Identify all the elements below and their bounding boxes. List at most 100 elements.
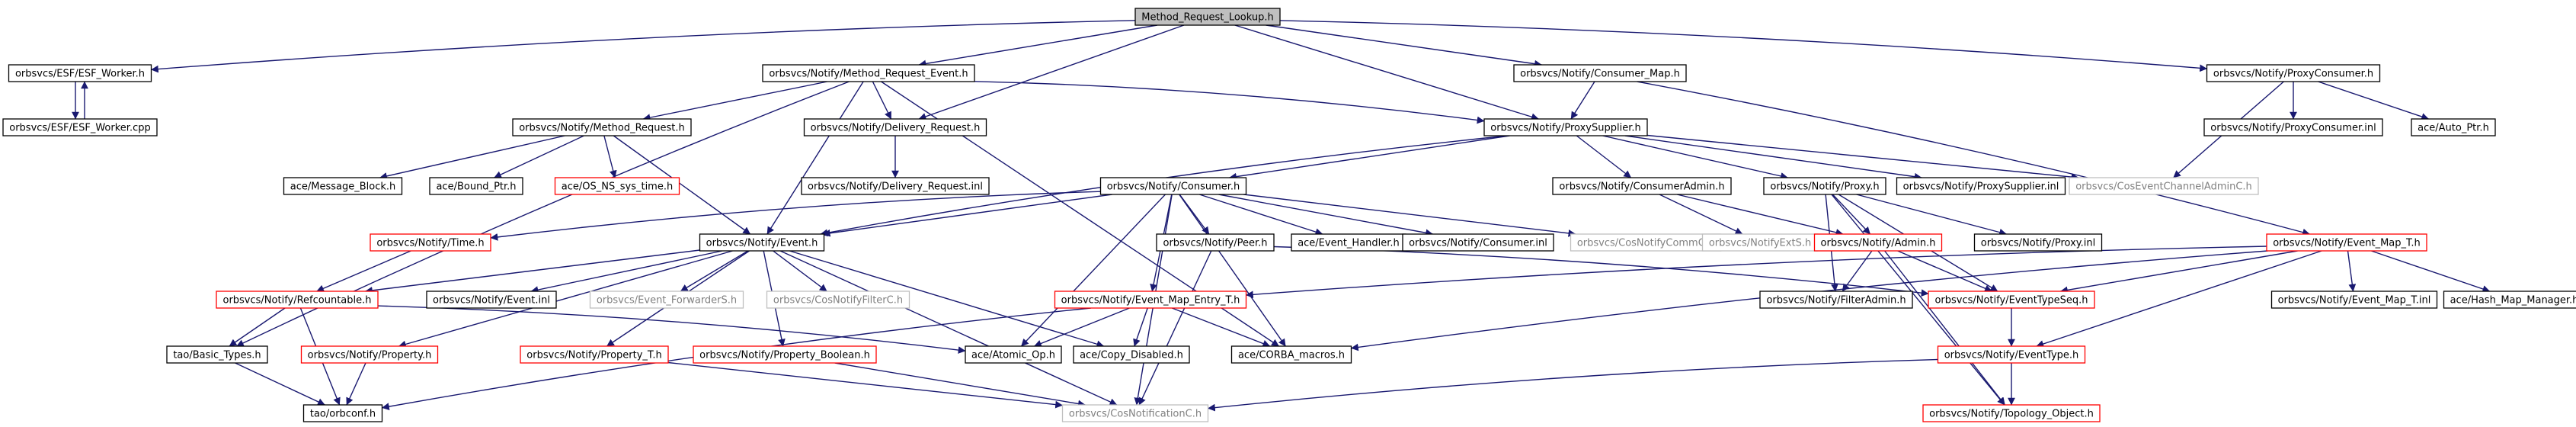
include-edge [1138,250,1212,406]
include-edge [1832,194,1871,235]
file-node-corbamacros[interactable]: ace/CORBA_macros.h [1230,345,1352,364]
file-node-osnstime[interactable]: ace/OS_NS_sys_time.h [554,177,680,195]
file-node-label: orbsvcs/Notify/Property_T.h [526,350,661,361]
file-node-cecadmin[interactable]: orbsvcs/CosEventChannelAdminC.h [2069,177,2259,195]
file-node-psup-inl[interactable]: orbsvcs/Notify/ProxySupplier.inl [1896,177,2066,195]
file-node-box [429,177,523,195]
include-edge [642,81,827,121]
file-node-label: ace/Hash_Map_Manager.h [2450,295,2576,307]
include-edge [490,191,1101,241]
file-node-box [1922,404,2101,422]
file-node-label: orbsvcs/Notify/Event_Map_Entry_T.h [1061,295,1240,307]
file-node-time-h[interactable]: orbsvcs/Notify/Time.h [370,233,491,252]
file-node-box [2203,118,2383,136]
file-node-consumer-inl[interactable]: orbsvcs/Notify/Consumer.inl [1402,233,1554,252]
file-node-event-h[interactable]: orbsvcs/Notify/Event.h [699,233,825,252]
file-node-box [1973,233,2103,252]
file-node-label: orbsvcs/Notify/ProxySupplier.inl [1903,181,2059,193]
file-node-box [8,64,152,82]
file-node-evforwarder[interactable]: orbsvcs/Event_ForwarderS.h [589,291,744,309]
file-node-property-b[interactable]: orbsvcs/Notify/Property_Boolean.h [693,345,877,364]
file-node-box [1937,345,2086,364]
file-node-pcons-h[interactable]: orbsvcs/Notify/ProxyConsumer.h [2206,64,2381,82]
file-node-esfw-h[interactable]: orbsvcs/ESF/ESF_Worker.h [8,64,152,82]
file-node-pcons-inl[interactable]: orbsvcs/Notify/ProxyConsumer.inl [2203,118,2383,136]
file-node-label: orbsvcs/Notify/EventType.h [1944,350,2079,361]
file-node-label: ace/Event_Handler.h [1298,238,1400,249]
file-node-label: orbsvcs/NotifyExtS.h [1709,238,1811,249]
file-node-box [1552,177,1732,195]
file-node-emap-h[interactable]: orbsvcs/Notify/Event_Map_T.h [2266,233,2427,252]
file-node-evtype[interactable]: orbsvcs/Notify/EventType.h [1937,345,2086,364]
include-edge [603,135,617,178]
file-node-hashmap[interactable]: ace/Hash_Map_Manager.h [2443,291,2576,309]
file-node-autoptr[interactable]: ace/Auto_Ptr.h [2411,118,2496,136]
include-edge [1842,250,1873,292]
include-edge [918,24,1185,120]
file-node-label: orbsvcs/Notify/Event_Map_T.inl [2278,295,2431,307]
file-node-msgblock[interactable]: ace/Message_Block.h [283,177,403,195]
file-node-label: orbsvcs/Notify/Consumer_Map.h [1520,69,1680,80]
include-edge [229,307,286,347]
include-edge [398,250,733,348]
file-node-cadmin-h[interactable]: orbsvcs/Notify/ConsumerAdmin.h [1552,177,1732,195]
file-node-box [1813,233,1943,252]
file-node-property-t[interactable]: orbsvcs/Notify/Property_T.h [520,345,669,364]
file-node-dreq-h[interactable]: orbsvcs/Notify/Delivery_Request.h [803,118,987,136]
include-edge [377,305,966,354]
file-node-evtypeseq[interactable]: orbsvcs/Notify/EventTypeSeq.h [1928,291,2095,309]
file-node-esfw-cpp[interactable]: orbsvcs/ESF/ESF_Worker.cpp [2,118,158,136]
file-node-box [766,291,910,309]
file-node-box [1054,291,1247,309]
file-node-label: orbsvcs/Notify/Method_Request.h [519,123,685,134]
file-node-consumer-h[interactable]: orbsvcs/Notify/Consumer.h [1099,177,1247,195]
file-node-emap-inl[interactable]: orbsvcs/Notify/Event_Map_T.inl [2270,291,2438,309]
file-node-boundptr[interactable]: ace/Bound_Ptr.h [429,177,523,195]
file-node-label: tao/Basic_Types.h [173,350,261,361]
include-edge [1856,194,2007,236]
file-node-atomicop[interactable]: ace/Atomic_Op.h [965,345,1062,364]
file-node-basictypes[interactable]: tao/Basic_Types.h [166,345,268,364]
file-node-notifyexts[interactable]: orbsvcs/NotifyExtS.h [1701,233,1819,252]
file-node-root[interactable]: Method_Request_Lookup.h [1134,8,1281,26]
include-edge [235,362,325,406]
file-node-label: orbsvcs/Notify/ProxyConsumer.h [2213,69,2373,80]
file-node-peer-h[interactable]: orbsvcs/Notify/Peer.h [1156,233,1275,252]
file-node-orbconf[interactable]: tao/orbconf.h [302,404,383,422]
file-node-box [965,345,1062,364]
file-node-mr-h[interactable]: orbsvcs/Notify/Method_Request.h [512,118,692,136]
file-node-box [2443,291,2576,309]
file-node-label: ace/OS_NS_sys_time.h [562,181,673,193]
file-node-property-h[interactable]: orbsvcs/Notify/Property.h [300,345,439,364]
file-node-proxy-inl[interactable]: orbsvcs/Notify/Proxy.inl [1973,233,2103,252]
include-edge [1229,135,1510,181]
file-node-label: ace/Bound_Ptr.h [436,181,516,193]
file-node-refcount-h[interactable]: orbsvcs/Notify/Refcountable.h [216,291,379,309]
file-node-cosnotification[interactable]: orbsvcs/CosNotificationC.h [1061,404,1209,422]
file-node-cosnotifycomm[interactable]: orbsvcs/CosNotifyCommC.h [1570,233,1722,252]
file-node-proxy-h[interactable]: orbsvcs/Notify/Proxy.h [1763,177,1886,195]
file-node-label: orbsvcs/Notify/Event.inl [433,295,550,307]
file-node-label: orbsvcs/CosNotificationC.h [1069,409,1202,420]
file-node-box [2,118,158,136]
file-nodes: Method_Request_Lookup.h orbsvcs/ESF/ESF_W… [2,8,2576,422]
file-node-psup-h[interactable]: orbsvcs/Notify/ProxySupplier.h [1483,118,1648,136]
file-node-label: orbsvcs/Notify/Proxy.inl [1981,238,2095,249]
include-edge [974,81,1485,124]
file-node-emapentry-h[interactable]: orbsvcs/Notify/Event_Map_Entry_T.h [1054,291,1247,309]
file-node-dreq-inl[interactable]: orbsvcs/Notify/Delivery_Request.inl [801,177,990,195]
include-edge [2036,250,2322,348]
file-node-label: orbsvcs/Notify/Time.h [376,238,484,249]
file-node-event-inl[interactable]: orbsvcs/Notify/Event.inl [426,291,557,309]
file-node-evhandler[interactable]: ace/Event_Handler.h [1291,233,1406,252]
file-node-copydisabled[interactable]: ace/Copy_Disabled.h [1073,345,1190,364]
file-node-box [370,233,491,252]
file-node-label: orbsvcs/Notify/Consumer.h [1107,181,1240,193]
file-node-cosnotifyfilter[interactable]: orbsvcs/CosNotifyFilterC.h [766,291,910,309]
file-node-topoobj[interactable]: orbsvcs/Notify/Topology_Object.h [1922,404,2101,422]
file-node-filteradmin[interactable]: orbsvcs/Notify/FilterAdmin.h [1759,291,1913,309]
file-node-label: orbsvcs/Notify/Event.h [706,238,818,249]
file-node-cmap-h[interactable]: orbsvcs/Notify/Consumer_Map.h [1513,64,1687,82]
file-node-admin-h[interactable]: orbsvcs/Notify/Admin.h [1813,233,1943,252]
file-node-mre-h[interactable]: orbsvcs/Notify/Method_Request_Event.h [762,64,975,82]
